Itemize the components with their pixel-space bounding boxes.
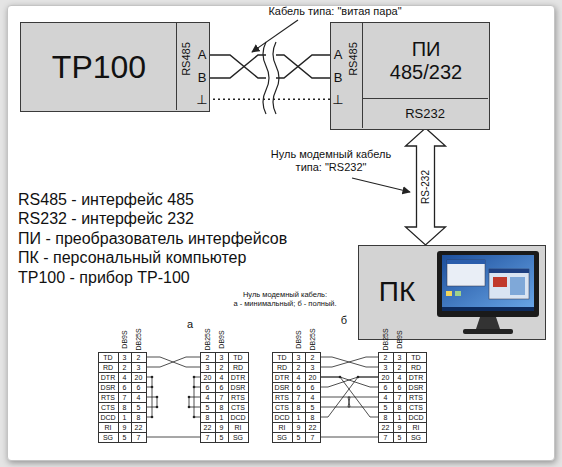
pin-number: 7: [305, 432, 321, 443]
wire: [146, 437, 200, 438]
wire: [189, 407, 200, 408]
wire: [320, 397, 378, 407]
junction-dot: [151, 376, 154, 379]
pin-number: 7: [131, 432, 147, 443]
pin-number: 5: [118, 432, 132, 443]
wire: [320, 357, 378, 367]
junction-dot: [188, 406, 191, 409]
junction-dot: [156, 406, 159, 409]
connector-header: DB25S: [308, 326, 317, 352]
converter-box: ПИ 485/232 RS485RS232: [330, 22, 490, 130]
pin-number: 7: [378, 432, 394, 443]
legend-line: RS232 - интерфейс 232: [18, 210, 348, 230]
device-box: ТР100 RS485: [20, 22, 210, 112]
wire: [320, 377, 378, 387]
junction-dot: [188, 396, 191, 399]
legend-line: ТР100 - прибор ТР-100: [18, 268, 348, 288]
junction-dot: [151, 386, 154, 389]
wire: [320, 377, 378, 417]
port-section: RS232: [363, 98, 488, 128]
connector-header: DB9S: [294, 326, 303, 352]
wire: [189, 397, 190, 407]
break-mark: [273, 42, 279, 114]
junction-dot: [339, 376, 342, 379]
leader-arrow: [252, 20, 298, 52]
connector-header: DB9S: [120, 326, 129, 352]
wire: [157, 397, 158, 407]
junction-dot: [193, 386, 196, 389]
legend-line: RS485 - интерфейс 485: [18, 190, 348, 210]
legend-line: ПК - персональный компьютер: [18, 249, 348, 269]
monitor-icon: [433, 249, 543, 337]
computer-box: ПК: [358, 245, 546, 340]
pin-label: B: [196, 71, 208, 86]
wire: [320, 437, 378, 438]
wire: [320, 377, 378, 417]
leader-arrow: [352, 178, 410, 192]
twisted-wire: [276, 55, 330, 78]
junction-dot: [151, 416, 154, 419]
wire: [320, 397, 378, 407]
wire: [146, 397, 157, 398]
junction-dot: [357, 376, 360, 379]
twisted-wire: [210, 55, 266, 78]
connector-header: DB25S: [203, 326, 212, 352]
junction-dot: [193, 416, 196, 419]
table-letter: а: [184, 317, 196, 331]
ground-wire: [208, 98, 331, 100]
pin-label: B: [332, 71, 344, 86]
table-caption: Нуль модемный кабель:: [200, 290, 370, 300]
wire: [320, 357, 378, 367]
wire: [146, 357, 200, 367]
wire: [146, 357, 200, 367]
node-label: RS485: [346, 33, 360, 85]
twisted-wire: [276, 55, 330, 78]
break-mark: [263, 42, 269, 114]
node-label: ТР100: [24, 45, 174, 89]
pin-label: ⊥: [196, 93, 208, 108]
wire: [320, 377, 378, 387]
node-label: ПИ 485/232: [379, 33, 474, 89]
junction-dot: [193, 376, 196, 379]
twisted-wire: [210, 55, 266, 78]
pin-number: 5: [215, 432, 229, 443]
connector-header: DB25S: [381, 326, 390, 352]
connector-header: DB25S: [134, 326, 143, 352]
signal-name: SG: [406, 432, 427, 443]
pin-label: ⊥: [332, 93, 344, 108]
table-letter: б: [338, 313, 350, 327]
connector-header: DB9S: [395, 326, 404, 352]
pin-label: A: [196, 48, 208, 63]
wire: [189, 397, 200, 398]
table-caption: а - минимальный; б - полный.: [200, 299, 370, 309]
cable-note: Нуль модемный кабель типа: "RS232": [266, 146, 396, 176]
connector-header: DB9S: [217, 326, 226, 352]
pin-number: 5: [393, 432, 407, 443]
pin-number: 7: [200, 432, 216, 443]
legend-line: ПИ - преобразователь интерфейсов: [18, 229, 348, 249]
pin-number: 5: [292, 432, 306, 443]
cable-note: Кабель типа: "витая пара": [245, 4, 425, 18]
node-label: ПК: [362, 272, 432, 312]
double-arrow: [406, 128, 446, 245]
connector-label: RS-232: [419, 159, 433, 215]
signal-name: SG: [272, 432, 293, 443]
wire: [146, 407, 157, 408]
signal-name: SG: [228, 432, 249, 443]
pin-label: A: [332, 48, 344, 63]
junction-dot: [156, 396, 159, 399]
signal-name: SG: [98, 432, 119, 443]
node-label: RS485: [179, 33, 193, 85]
node-label: RS232: [370, 103, 480, 125]
